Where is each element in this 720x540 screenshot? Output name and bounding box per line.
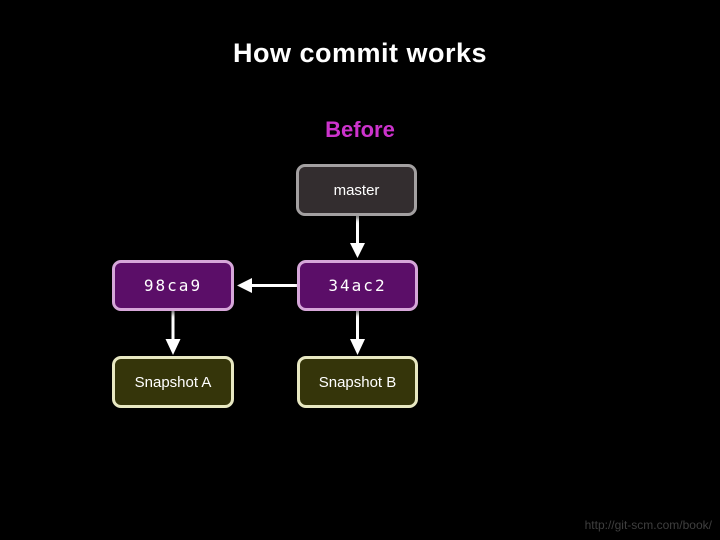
- arrow-98ca9-to-snapshot-a: [165, 311, 181, 355]
- node-snapshot-b-label: Snapshot B: [318, 373, 397, 391]
- arrow-34ac2-to-98ca9: [237, 278, 297, 293]
- node-snapshot-a: Snapshot A: [112, 356, 234, 408]
- node-snapshot-a-label: Snapshot A: [134, 373, 212, 391]
- node-98ca9-label: 98ca9: [143, 276, 203, 295]
- footer-source-link[interactable]: http://git-scm.com/book/: [584, 518, 712, 532]
- slide-title: How commit works: [232, 38, 488, 68]
- arrow-34ac2-to-snapshot-b: [350, 311, 365, 355]
- arrow-master-to-34ac2: [350, 216, 365, 258]
- slide-subtitle: Before: [325, 117, 395, 142]
- node-34ac2-label: 34ac2: [328, 276, 387, 295]
- node-snapshot-b: Snapshot B: [297, 356, 418, 408]
- node-master-label: master: [333, 181, 380, 199]
- node-commit-34ac2: 34ac2: [297, 260, 418, 311]
- node-master-branch: master: [296, 164, 417, 216]
- node-commit-98ca9: 98ca9: [112, 260, 234, 311]
